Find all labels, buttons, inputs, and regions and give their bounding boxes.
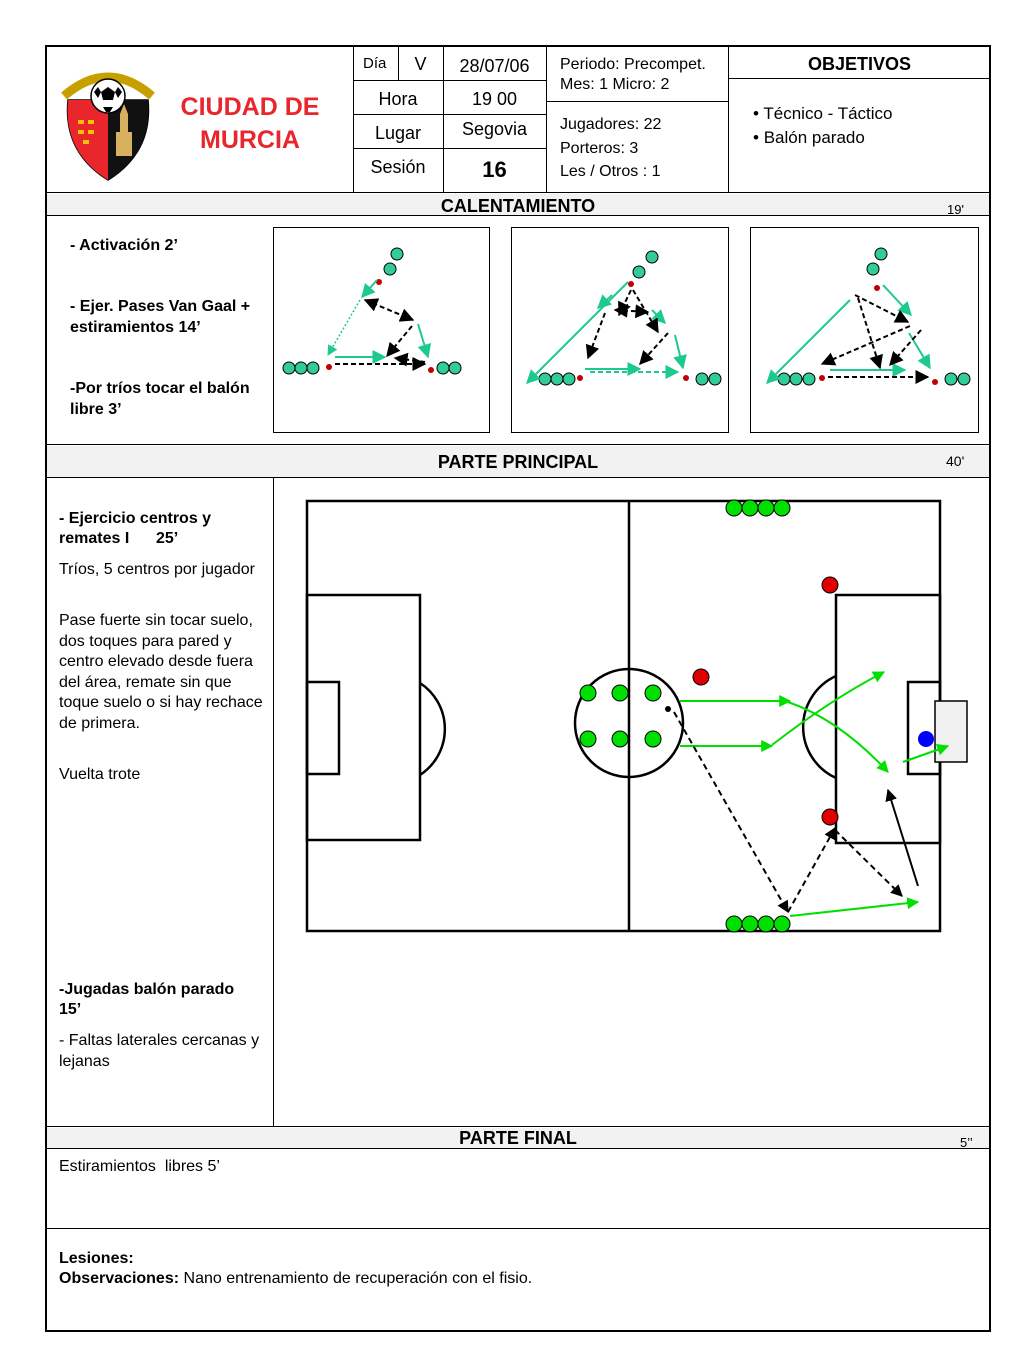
objetivo-item-1: • Técnico - Táctico: [753, 104, 893, 124]
jugadores-text: Jugadores: 22: [560, 116, 662, 133]
principal-time: 40': [946, 453, 965, 469]
calentamiento-item-trios-2: libre 3’: [70, 401, 122, 418]
principal-header-band: [47, 446, 989, 477]
ex2-paragraph-faltas: - Faltas laterales cercanas y lejanas: [59, 1032, 260, 1070]
calentamiento-time: 19': [947, 202, 964, 217]
calentamiento-item-trios-1: -Por tríos tocar el balón: [70, 380, 250, 397]
calentamiento-item-van-gaal-2: estiramientos 14’: [70, 319, 201, 336]
les-otros-text: Les / Otros : 1: [560, 163, 661, 180]
mes-micro-text: Mes: 1 Micro: 2: [560, 76, 670, 93]
ex1-paragraph-vuelta: Vuelta trote: [59, 766, 141, 783]
principal-column-divider: [273, 477, 274, 1126]
header-bottom-border: [45, 192, 991, 193]
footer-top-border: [45, 1228, 991, 1229]
porteros-text: Porteros: 3: [560, 140, 639, 157]
header-divider-labels: [443, 45, 444, 193]
club-name-line2: MURCIA: [200, 126, 300, 154]
session-date: 28/07/06: [459, 56, 530, 76]
objetivo-item-1-label: Técnico - Táctico: [763, 104, 893, 123]
bullet-icon: •: [753, 128, 764, 147]
header-divider-logo: [353, 45, 354, 193]
lugar-label: Lugar: [374, 123, 422, 143]
calentamiento-item-van-gaal-1: - Ejer. Pases Van Gaal +: [70, 298, 251, 315]
objetivo-item-2-label: Balón parado: [763, 128, 865, 147]
players-centre-circle: [579, 684, 662, 748]
final-text: Estiramientos libres 5’: [59, 1158, 220, 1175]
bullet-icon: •: [753, 104, 764, 123]
goal-frame: [934, 700, 968, 763]
final-time: 5’’: [960, 1135, 973, 1150]
ex1-title-line2: remates I 25’: [59, 530, 179, 547]
principal-title: PARTE PRINCIPAL: [437, 452, 599, 472]
principal-header-border: [45, 477, 991, 478]
header-row2-border: [353, 114, 546, 115]
sesion-label: Sesión: [370, 157, 426, 177]
session-sheet-frame: [45, 45, 991, 1332]
ball-centre: [665, 706, 671, 712]
objetivo-item-2: • Balón parado: [753, 128, 865, 148]
observaciones-text: Nano entrenamiento de recuperación con e…: [183, 1270, 533, 1287]
hora-value: 19 00: [471, 89, 518, 109]
dia-label: Día: [363, 55, 387, 72]
header-row1-border: [353, 80, 546, 81]
goalkeeper-marker: [918, 731, 934, 747]
sesion-number: 16: [482, 157, 507, 182]
opponent-markers: [692, 576, 839, 826]
lesiones-label: Lesiones:: [59, 1250, 134, 1267]
warmup-drill-3-elements: [766, 247, 971, 386]
observaciones-label: Observaciones:: [59, 1270, 180, 1287]
hora-label: Hora: [378, 89, 418, 109]
final-top-border: [45, 1126, 991, 1127]
objetivos-title-border: [728, 78, 991, 79]
final-title: PARTE FINAL: [459, 1128, 577, 1148]
warmup-diagram-3: [750, 227, 979, 433]
ex1-paragraph-description: Pase fuerte sin tocar suelo, dos toques …: [59, 612, 263, 732]
periodo-text: Periodo: Precompet.: [560, 56, 706, 73]
ex1-paragraph-trios: Tríos, 5 centros por jugador: [59, 561, 255, 578]
header-divider-periodo: [728, 45, 729, 193]
warmup-diagram-1: [273, 227, 490, 433]
principal-top-border: [45, 444, 991, 445]
calentamiento-header-border: [45, 215, 991, 216]
warmup-drill-1-elements: [282, 247, 462, 375]
club-name-line1: CIUDAD DE: [180, 93, 320, 121]
observaciones-line: Observaciones: Nano entrenamiento de rec…: [59, 1270, 532, 1288]
ex2-title-line1: -Jugadas balón parado: [59, 981, 235, 998]
warmup-drill-2-elements: [526, 250, 722, 386]
ex2-title-line2: 15’: [59, 1001, 82, 1018]
header-row3-border: [353, 148, 546, 149]
header-divider-dia: [398, 45, 399, 80]
players-bottom-row: [725, 915, 791, 933]
calentamiento-title: CALENTAMIENTO: [440, 196, 596, 216]
calentamiento-item-activacion: - Activación 2’: [70, 237, 178, 254]
club-crest-logo: [61, 72, 155, 181]
header-periodo-border: [546, 101, 728, 102]
final-header-band: [47, 1128, 989, 1148]
field-lines: [305, 499, 942, 933]
warmup-diagram-2: [511, 227, 729, 433]
final-header-border: [45, 1148, 991, 1149]
calentamiento-header-band: [47, 194, 989, 215]
header-divider-values: [546, 45, 547, 193]
ex1-title-line1: - Ejercicio centros y: [59, 510, 212, 527]
objetivos-title: OBJETIVOS: [807, 54, 912, 74]
players-top-row: [725, 499, 791, 517]
dia-value: V: [414, 54, 427, 74]
lugar-value: Segovia: [461, 119, 528, 139]
